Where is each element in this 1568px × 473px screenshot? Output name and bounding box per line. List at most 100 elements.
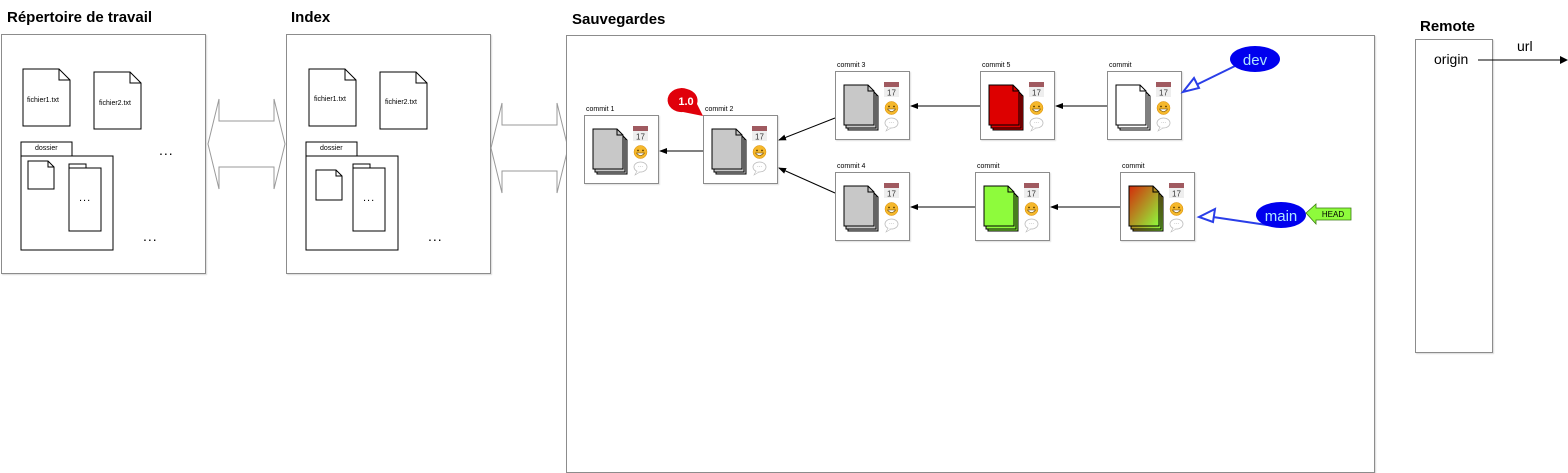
remote-panel (1415, 39, 1493, 353)
file-stack-icon (1115, 84, 1151, 131)
commit-label: commit (1122, 163, 1145, 170)
head-arrow-icon (1305, 203, 1352, 226)
svg-text:17: 17 (636, 133, 645, 142)
comment-bubble-icon: ··· (884, 218, 899, 233)
smiley-icon (884, 101, 899, 115)
calendar-icon: 17 (884, 183, 899, 199)
svg-text:···: ··· (1034, 120, 1039, 126)
folder-label: dossier (35, 145, 58, 152)
commit-label: commit 3 (837, 62, 866, 69)
comment-bubble-icon: ··· (884, 117, 899, 132)
file-name: fichier2.txt (99, 100, 131, 107)
smiley-icon (752, 145, 767, 159)
index-graphics (305, 68, 428, 251)
arrow-head-icon (1560, 56, 1568, 64)
calendar-icon: 17 (1169, 183, 1184, 199)
commit-graphics: 17 ··· (988, 82, 1044, 132)
file-icon (27, 160, 55, 190)
pointer-arrow-icon (1180, 76, 1201, 94)
smiley-icon (1029, 101, 1044, 115)
file-stack-icon (983, 185, 1019, 232)
comment-bubble-icon: ··· (1169, 218, 1184, 233)
head-label: HEAD (1322, 210, 1344, 219)
commit-label: commit 2 (705, 106, 734, 113)
file-stack-icon (1128, 185, 1164, 232)
inner-folder (68, 167, 102, 232)
svg-text:17: 17 (755, 133, 764, 142)
commit-box-c3[interactable]: commit 3 17 ··· (835, 62, 910, 140)
commit-graphics: 17 ··· (843, 82, 899, 132)
comment-bubble-icon: ··· (1024, 218, 1039, 233)
commit-graphics: 17 ··· (1115, 82, 1171, 132)
sync-arrow-icon (207, 98, 286, 190)
commit-graphics: 17 ··· (983, 183, 1039, 233)
folder-more: ... (363, 192, 376, 204)
file-name: fichier1.txt (314, 96, 346, 103)
commit-graphics: 17 ··· (1128, 183, 1184, 233)
smiley-icon (633, 145, 648, 159)
svg-text:17: 17 (1032, 89, 1041, 98)
working-dir-panel: fichier1.txt fichier2.txt ... dossier ..… (1, 34, 206, 274)
file-icon (22, 68, 71, 127)
svg-text:17: 17 (1159, 89, 1168, 98)
calendar-icon: 17 (1024, 183, 1039, 199)
calendar-icon: 17 (1029, 82, 1044, 98)
edge-c3-c2 (778, 117, 836, 141)
commit-box-c2[interactable]: commit 2 17 ··· (703, 106, 778, 184)
comment-bubble-icon: ··· (1029, 117, 1044, 132)
remote-origin[interactable]: origin (1434, 51, 1469, 67)
branch-main-label: main (1265, 208, 1298, 225)
more-files: ... (159, 142, 174, 158)
commit-box-c4[interactable]: commit 4 17 ··· (835, 163, 910, 241)
file-stack-icon (988, 84, 1024, 131)
commit-label: commit (1109, 62, 1132, 69)
inner-folder (352, 167, 386, 232)
commit-box-c1[interactable]: commit 1 17 ··· (584, 106, 659, 184)
svg-text:···: ··· (889, 120, 894, 126)
file-icon (315, 169, 343, 201)
svg-text:17: 17 (887, 89, 896, 98)
commit-box-cdev[interactable]: commit 17 ··· (1107, 62, 1182, 140)
commit-label: commit 5 (982, 62, 1011, 69)
branch-bubble (1230, 46, 1280, 72)
working-dir-title: Répertoire de travail (7, 9, 153, 26)
commit-graphics: 17 ··· (843, 183, 899, 233)
file-icon (379, 71, 428, 130)
edge-c4-c2 (778, 167, 836, 194)
svg-text:···: ··· (889, 221, 894, 227)
file-name: fichier2.txt (385, 99, 417, 106)
file-stack-icon (711, 128, 747, 175)
folder-label: dossier (320, 145, 343, 152)
tag-label: 1.0 (678, 96, 693, 108)
calendar-icon: 17 (1156, 82, 1171, 98)
file-icon (308, 68, 357, 127)
pointer-arrow-icon (1196, 207, 1217, 224)
smiley-icon (1169, 202, 1184, 216)
commit-box-cmain[interactable]: commit 17 ··· (1120, 163, 1195, 241)
saves-title: Sauvegardes (572, 11, 666, 28)
more-items: ... (428, 228, 443, 244)
remote-url-label: url (1517, 38, 1533, 54)
remote-title: Remote (1420, 18, 1476, 35)
index-panel: fichier1.txt fichier2.txt dossier ... ..… (286, 34, 491, 274)
svg-text:···: ··· (1161, 120, 1166, 126)
commit-graphics: 17 ··· (711, 126, 767, 176)
branch-main[interactable]: main (1195, 196, 1355, 236)
head-pointer: HEAD (1305, 203, 1352, 226)
commit-box-c5[interactable]: commit 5 17 ··· (980, 62, 1055, 140)
svg-text:17: 17 (1027, 190, 1036, 199)
svg-text:17: 17 (1172, 190, 1181, 199)
commit-label: commit (977, 163, 1000, 170)
branch-dev-label: dev (1243, 52, 1268, 69)
calendar-icon: 17 (884, 82, 899, 98)
comment-bubble-icon: ··· (752, 161, 767, 176)
commit-box-cg[interactable]: commit 17 ··· (975, 163, 1050, 241)
calendar-icon: 17 (752, 126, 767, 142)
more-items: ... (143, 228, 158, 244)
file-name: fichier1.txt (27, 97, 59, 104)
file-stack-icon (592, 128, 628, 175)
branch-dev[interactable]: dev (1180, 44, 1290, 99)
svg-text:···: ··· (1029, 221, 1034, 227)
svg-text:17: 17 (887, 190, 896, 199)
